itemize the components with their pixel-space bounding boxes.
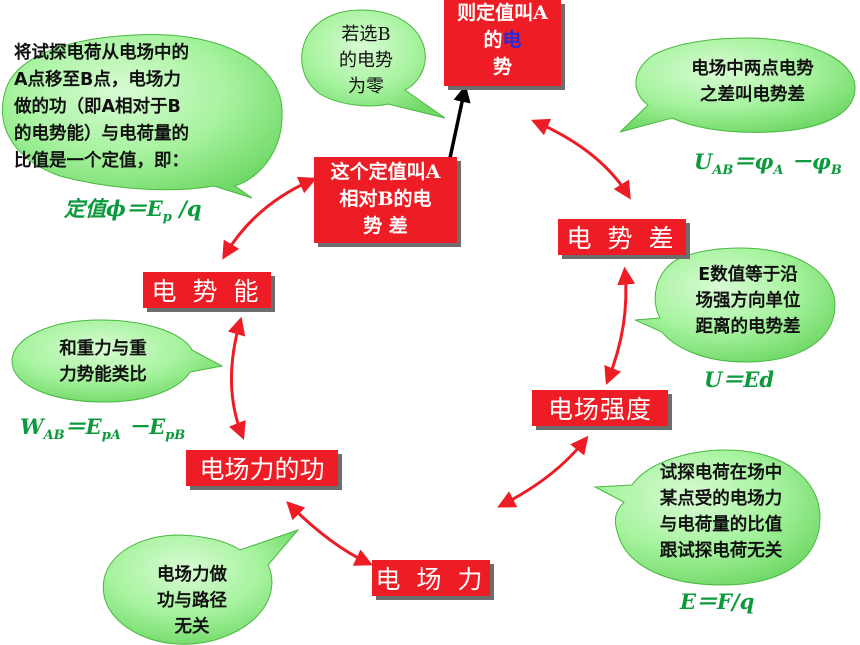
potential-diff-line-2: 之差叫电势差 <box>700 85 805 105</box>
node-potential-difference: 电 势 差 <box>558 219 686 255</box>
formula-u-ab: UAB＝φA －φB <box>694 146 842 178</box>
formula-potential-tail: /q <box>171 196 202 221</box>
formula-potential-sub: p <box>162 210 172 226</box>
definition-line-3: 做的功（即A相对于B <box>14 97 181 117</box>
work-path-line-3: 无关 <box>174 617 210 637</box>
formula-potential-phi: ϕ <box>106 196 126 221</box>
definition-line-4: 的电势能）与电荷量的 <box>14 124 189 144</box>
definition-line-5: 比值是一个定值，即： <box>14 151 189 171</box>
formula-u-ed: U＝Ed <box>704 367 775 392</box>
formula-e2-sub: pB <box>165 428 186 444</box>
formula-u: U <box>694 149 713 174</box>
bubble-e-meaning <box>634 247 836 363</box>
e-meaning-line-2: 场强方向单位 <box>695 291 801 311</box>
top-line-1: 则定值叫A <box>457 2 548 24</box>
e-definition-line-3: 与电荷量的比值 <box>659 515 783 535</box>
formula-w-minus: － <box>120 414 150 439</box>
e-meaning-line-1: E数值等于沿 <box>698 265 798 285</box>
formula-w-ab: WAB＝EpA －EpB <box>20 411 185 443</box>
node-potential-energy: 电 势 能 <box>143 272 271 308</box>
bubble-e-meaning-text: E数值等于沿 场强方向单位 距离的电势差 <box>662 262 834 340</box>
top-line-2: 的电 <box>444 27 561 54</box>
formula-e2: E <box>149 414 166 439</box>
work-path-line-1: 电场力做 <box>157 565 227 585</box>
choose-b-line-3: 为零 <box>348 76 384 97</box>
bubble-potential-diff-text: 电场中两点电势 之差叫电势差 <box>650 56 855 108</box>
arrow-work-force <box>286 501 373 566</box>
bubble-gravity-analogy-text: 和重力与重 力势能类比 <box>22 336 184 388</box>
formula-u-sub: AB <box>712 163 734 179</box>
bubble-work-path-text: 电场力做 功与路径 无关 <box>132 562 252 640</box>
formula-potential-eq: ＝ <box>125 196 147 221</box>
gravity-line-2: 力势能类比 <box>59 365 147 385</box>
center-definition-box: 这个定值叫A 相对B的电 势 差 <box>314 157 457 243</box>
bubble-definition-text: 将试探电荷从电场中的 A点移至B点，电场力 做的功（即A相对于B 的电势能）与电… <box>14 40 276 175</box>
formula-phi-a: φ <box>754 149 774 174</box>
bubble-definition <box>1 33 283 199</box>
e-definition-line-1: 试探电荷在场中 <box>659 463 783 483</box>
node-field-force: 电 场 力 <box>372 560 490 596</box>
choose-b-line-2: 的电势 <box>339 50 393 71</box>
arrow-difference-strength <box>604 266 636 386</box>
top-line-2-prefix: 的 <box>483 29 503 51</box>
top-line-2-blue: 电 <box>502 29 522 51</box>
center-line-1: 这个定值叫A <box>330 161 441 183</box>
formula-e1-sub: pA <box>101 428 121 444</box>
definition-line-1: 将试探电荷从电场中的 <box>14 43 189 63</box>
center-line-3: 势 差 <box>363 215 408 237</box>
bubble-choose-b <box>301 9 446 119</box>
e-definition-line-4: 跟试探电荷无关 <box>659 541 783 561</box>
formula-potential-label: 定值 <box>64 196 106 221</box>
formula-e-fq: E＝F/q <box>680 589 755 614</box>
e-definition-line-2: 某点受的电场力 <box>659 489 783 509</box>
bubble-e-definition <box>593 449 821 586</box>
formula-phi-b: φ <box>811 149 831 174</box>
formula-e1: E <box>85 414 102 439</box>
top-line-3: 势 <box>492 56 512 78</box>
formula-potential-e: E <box>146 196 163 221</box>
node-field-work: 电场力的功 <box>186 450 338 486</box>
formula-w-eq: ＝ <box>64 414 86 439</box>
arrow-work-energy <box>227 316 246 441</box>
node-field-strength: 电场强度 <box>532 390 668 426</box>
center-line-2: 相对B的电 <box>339 188 432 210</box>
arrow-energy-center <box>222 176 317 260</box>
formula-potential-ratio: 定值ϕ＝Ep /q <box>64 193 202 225</box>
work-path-line-2: 功与路径 <box>157 591 227 611</box>
gravity-line-1: 和重力与重 <box>59 339 147 359</box>
bubble-potential-diff <box>619 37 856 133</box>
bubble-work-path <box>102 528 300 645</box>
potential-diff-line-1: 电场中两点电势 <box>691 59 814 79</box>
definition-line-2: A点移至B点，电场力 <box>14 70 181 90</box>
arrow-center-top <box>448 84 471 159</box>
bubble-gravity-analogy <box>11 319 224 403</box>
bubble-choose-b-text: 若选B 的电势 为零 <box>318 22 414 100</box>
formula-phi-b-sub: B <box>830 163 842 179</box>
arrow-strength-force <box>497 435 589 508</box>
formula-u-minus: － <box>783 149 812 174</box>
formula-w: W <box>20 414 44 439</box>
e-meaning-line-3: 距离的电势差 <box>695 317 801 337</box>
choose-b-line-1: 若选B <box>341 24 391 45</box>
arrow-top-difference <box>531 118 631 200</box>
formula-w-sub: AB <box>43 428 65 444</box>
formula-phi-a-sub: A <box>773 163 784 179</box>
top-definition-box: 则定值叫A 的电 势 <box>444 0 561 86</box>
bubble-e-definition-text: 试探电荷在场中 某点受的电场力 与电荷量的比值 跟试探电荷无关 <box>626 460 816 564</box>
formula-u-eq: ＝ <box>733 149 755 174</box>
